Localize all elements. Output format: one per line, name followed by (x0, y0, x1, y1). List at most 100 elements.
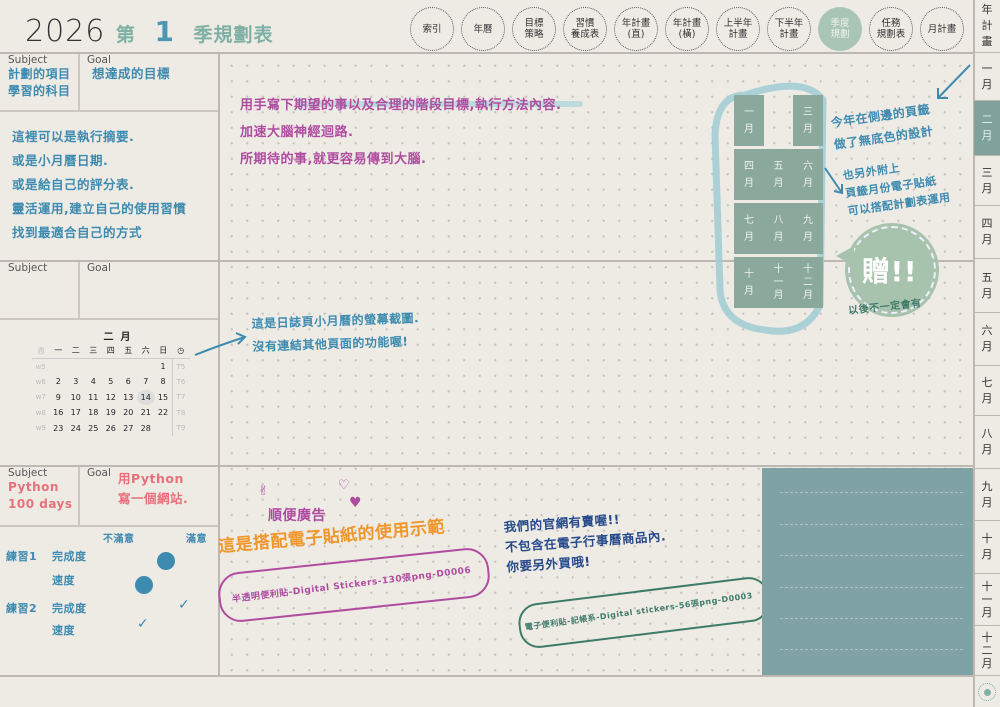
sidebar-tab-month[interactable]: 五 月 (974, 258, 1000, 312)
month-sticker[interactable]: 三 月 (793, 95, 823, 146)
nav-button-9[interactable]: 任務 規劃表 (869, 7, 913, 51)
nav-button-0[interactable]: 索引 (410, 7, 454, 51)
calendar-day[interactable] (85, 359, 103, 375)
subject-value[interactable]: Python 100 days (8, 480, 73, 511)
calendar-day[interactable]: 19 (105, 408, 116, 418)
month-sticker[interactable]: 一 月 (734, 95, 764, 146)
sidebar-tab-month[interactable]: 三 月 (974, 155, 1000, 205)
calendar-day[interactable]: 11 (88, 392, 99, 402)
practice-name: 練習1 (6, 550, 38, 563)
sticky-note-panel[interactable] (762, 468, 973, 675)
calendar-day[interactable]: 28 (140, 423, 151, 433)
calendar-day[interactable]: 22 (157, 408, 169, 418)
month-sticker[interactable]: 七 月 (734, 203, 764, 254)
calendar-day[interactable]: 27 (123, 423, 134, 433)
target-icon[interactable] (978, 683, 996, 701)
calendar-day[interactable]: 2 (55, 377, 61, 387)
calendar-day[interactable]: 9 (55, 392, 61, 402)
sidebar-tab-month[interactable]: 十 月 (974, 520, 1000, 573)
nav-button-7[interactable]: 下半年 計畫 (767, 7, 811, 51)
month-sticker[interactable]: 十 二 月 (793, 257, 823, 308)
nav-button-10[interactable]: 月計畫 (920, 7, 964, 51)
check-mark-icon: ✓ (137, 616, 150, 632)
sidebar-tab-month[interactable]: 八 月 (974, 415, 1000, 468)
weekday-header: 二 (67, 343, 85, 359)
nav-button-3[interactable]: 習慣 養成表 (563, 7, 607, 51)
calendar-day[interactable]: 26 (105, 423, 116, 433)
goal-value[interactable]: 想達成的目標 (92, 66, 171, 81)
subject-value[interactable]: 計劃的項目 學習的科目 (8, 67, 71, 98)
notes-text: 這裡可以是執行摘要. 或是小月曆日期. 或是給自己的評分表. 靈活運用,建立自己… (12, 129, 187, 240)
calendar-day[interactable]: 25 (88, 423, 99, 433)
sidebar-tab-month[interactable]: 六 月 (974, 312, 1000, 365)
sidebar-tab-month[interactable]: 十 一 月 (974, 573, 1000, 625)
calendar-day[interactable]: 21 (140, 408, 151, 418)
calendar-day[interactable] (155, 421, 173, 437)
intro-note: 用手寫下期望的事以及合理的階段目標,執行方法內容. 加速大腦神經迴路. 所期待的… (240, 98, 562, 167)
calendar-day[interactable]: 4 (90, 377, 96, 387)
title-prefix: 第 (115, 24, 136, 46)
sidebar-tab-month[interactable]: 一 月 (974, 52, 1000, 100)
week-number: T6 (171, 374, 190, 390)
calendar-day[interactable]: 24 (70, 423, 81, 433)
nav-button-5[interactable]: 年計畫 (橫) (665, 7, 709, 51)
nav-button-6[interactable]: 上半年 計畫 (716, 7, 760, 51)
month-sticker[interactable]: 六 月 (793, 149, 823, 200)
calendar-day[interactable]: 8 (160, 377, 166, 387)
calendar-day[interactable] (50, 359, 68, 375)
calendar-day[interactable]: 10 (70, 392, 81, 402)
goal-label: Goal (87, 54, 111, 66)
sidebar-tab-month[interactable]: 四 月 (974, 205, 1000, 258)
calendar-day[interactable]: 12 (105, 392, 116, 402)
goal-value[interactable]: 用Python 寫一個網站. (118, 471, 189, 506)
sidebar-tab-year[interactable]: 年 計 畫 (981, 3, 993, 48)
practice-item: 完成度 (52, 550, 87, 563)
nav-button-4[interactable]: 年計畫 (直) (614, 7, 658, 51)
page-title: 季規劃表 (193, 24, 274, 46)
clock-icon: ◷ (172, 343, 190, 359)
weekday-header: 五 (119, 343, 137, 359)
calendar-day[interactable]: 3 (73, 377, 79, 387)
nav-button-2[interactable]: 目標 策略 (512, 7, 556, 51)
nav-button-1[interactable]: 年曆 (461, 7, 505, 51)
goal-label: Goal (87, 467, 111, 479)
practice-item: 速度 (52, 574, 75, 587)
calendar-day[interactable]: 7 (143, 377, 149, 387)
calendar-day[interactable]: 17 (70, 408, 81, 418)
calendar-day[interactable]: 14 (137, 389, 155, 405)
calendar-day[interactable]: 18 (88, 408, 99, 418)
arrow-icon (194, 332, 247, 356)
calendar-day[interactable]: 16 (53, 408, 64, 418)
calendar-day[interactable]: 23 (53, 423, 64, 433)
calendar-day[interactable]: 5 (108, 377, 114, 387)
calendar-day[interactable]: 15 (157, 392, 169, 402)
week-number: w8 (35, 408, 46, 417)
month-sticker[interactable]: 四 月 (734, 149, 764, 200)
month-sticker[interactable]: 九 月 (793, 203, 823, 254)
year-title: 2026 第 1 季規劃表 (25, 14, 274, 49)
week-number: T7 (171, 389, 190, 405)
calendar-day[interactable] (137, 359, 155, 375)
month-sticker[interactable]: 五 月 (763, 149, 794, 200)
practice-item: 速度 (52, 624, 75, 637)
calendar-day[interactable]: 13 (123, 392, 134, 402)
week-number: w7 (35, 393, 46, 402)
sidebar-tab-month[interactable]: 二 月 (974, 100, 1000, 155)
sidebar-tab-month[interactable]: 九 月 (974, 468, 1000, 520)
calendar-day[interactable]: 6 (125, 377, 131, 387)
nav-button-8[interactable]: 季度 規劃 (818, 7, 862, 51)
month-sticker[interactable]: 十 月 (734, 257, 764, 308)
sidebar-tab-month[interactable]: 七 月 (974, 365, 1000, 415)
month-sticker[interactable]: 十 一 月 (763, 257, 794, 308)
calendar-day[interactable]: 1 (160, 362, 166, 371)
peace-sign-icon: ✌ (258, 484, 269, 499)
weekday-header: 三 (84, 343, 102, 359)
sidebar-tab-month[interactable]: 十 二 月 (974, 625, 1000, 675)
calendar-day[interactable] (102, 359, 120, 375)
calendar-day[interactable]: 20 (123, 408, 134, 418)
calendar-day[interactable] (120, 359, 138, 375)
calendar-day[interactable] (67, 359, 85, 375)
month-sticker[interactable]: 八 月 (763, 203, 794, 254)
gift-bubble-tail (836, 246, 854, 266)
week-number: w6 (35, 377, 46, 386)
